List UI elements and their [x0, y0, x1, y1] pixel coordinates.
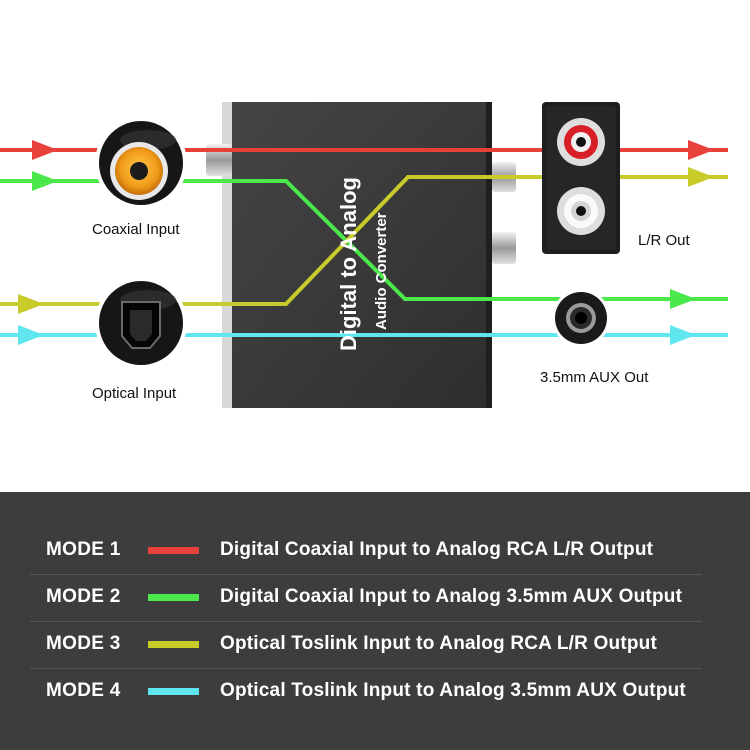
yellow-arrow-in [18, 294, 44, 314]
yellow-arrow-out [688, 167, 714, 187]
aux-out-label: 3.5mm AUX Out [540, 369, 649, 386]
red-arrow-in [32, 140, 58, 160]
green-arrow-in [32, 171, 58, 191]
optical-input-connector [95, 277, 187, 369]
device-subtitle: Audio Converter [373, 212, 390, 330]
mode-label: MODE 4 [46, 680, 121, 701]
mode-description: Optical Toslink Input to Analog 3.5mm AU… [220, 680, 686, 701]
mode-color-swatch [148, 594, 199, 601]
legend-row-mode-2: MODE 2 Digital Coaxial Input to Analog 3.… [30, 574, 702, 622]
mode-description: Digital Coaxial Input to Analog 3.5mm AU… [220, 586, 683, 607]
optical-input-label: Optical Input [92, 385, 177, 402]
coaxial-input-connector [95, 117, 187, 209]
green-arrow-out [670, 289, 696, 309]
mode-description: Digital Coaxial Input to Analog RCA L/R … [220, 539, 654, 560]
lr-out-label: L/R Out [638, 232, 691, 249]
legend-row-mode-3: MODE 3 Optical Toslink Input to Analog RC… [30, 621, 702, 669]
mode-legend: MODE 1 Digital Coaxial Input to Analog RC… [0, 492, 750, 750]
arrowheads [18, 140, 714, 345]
mode-label: MODE 3 [46, 633, 121, 654]
device-rca-jack-bottom [492, 232, 516, 264]
cyan-arrow-in [18, 325, 44, 345]
mode-color-swatch [148, 547, 199, 554]
red-arrow-out [688, 140, 714, 160]
aux-output-connector [552, 289, 610, 347]
device-label: Digital to Analog Audio Converter [336, 177, 390, 351]
mode-color-swatch [148, 688, 199, 695]
cyan-arrow-out [670, 325, 696, 345]
mode-label: MODE 1 [46, 539, 121, 560]
mode-color-swatch [148, 641, 199, 648]
coaxial-input-label: Coaxial Input [92, 221, 180, 238]
mode-label: MODE 2 [46, 586, 121, 607]
port-labels: Coaxial Input Optical Input L/R Out 3.5m… [92, 221, 691, 402]
device-title: Digital to Analog [336, 177, 361, 351]
legend-row-mode-4: MODE 4 Optical Toslink Input to Analog 3.… [30, 668, 702, 715]
legend-row-mode-1: MODE 1 Digital Coaxial Input to Analog RC… [30, 527, 702, 575]
signal-flow-diagram: Digital to Analog Audio Converter [0, 102, 728, 408]
mode-description: Optical Toslink Input to Analog RCA L/R … [220, 633, 658, 654]
rca-output-connector [542, 102, 620, 254]
